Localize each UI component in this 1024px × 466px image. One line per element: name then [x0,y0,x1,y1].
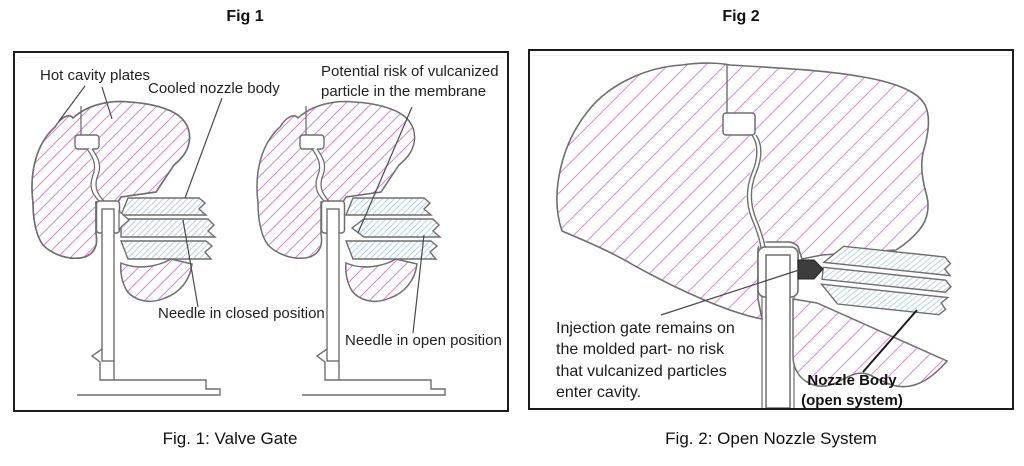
hot-cavity-plate-bottom [345,258,418,302]
fig1-panel: Hot cavity plates Cooled nozzle body Pot… [13,51,509,412]
scan-artifact-line [18,57,504,58]
sprue-channel-left [746,134,762,249]
nozzle-bar-middle [120,218,217,238]
fig1-caption: Fig. 1: Valve Gate [162,429,298,448]
injection-gate [797,259,824,280]
nozzle-bar-top [822,245,952,277]
valve-gate-open-view [256,100,446,396]
leader-nozzle-body [862,309,918,373]
runner-notch [722,112,756,136]
fig2-caption: Fig. 2: Open Nozzle System [665,429,877,448]
hot-cavity-plate-top [256,100,416,259]
valve-gate-diagram [31,85,446,396]
melt-channel-right [91,148,105,202]
cavity-plate-bottom-hatch [792,298,949,388]
label-potential-risk: Potential risk of vulcanized particle in… [321,63,499,100]
label-hot-cavity-plates: Hot cavity plates [40,67,151,84]
fig1-leader-lines [58,85,425,334]
needle-tip [118,209,130,231]
valve-needle-closed [77,200,221,396]
sprue-channel-bg [746,132,767,249]
fig2-title: Fig 2 [722,8,760,25]
open-nozzle-body-bars [819,245,952,316]
runner-notch [299,134,325,150]
needle-shaft [101,208,115,362]
needle-actuator-foot [302,348,446,396]
needle-shaft [326,208,340,362]
label-needle-closed: Needle in closed position [158,305,325,322]
nozzle-bar-bottom [819,283,950,316]
valve-needle-open [302,200,446,396]
runner-notch [74,134,100,150]
leader-needle-open [412,234,425,334]
nozzle-bar-bottom [344,240,439,260]
scan-artifact-line [533,55,1009,56]
melt-channel-right [316,148,330,202]
needle-actuator-foot [77,348,221,396]
cooled-nozzle-body-bars [344,197,442,260]
leader-potential-risk [357,106,413,234]
melt-channel-left [86,148,100,202]
nozzle-bar-bottom [119,240,214,260]
nozzle-bar-middle-open-cone [350,218,442,238]
plate-outline [31,100,191,259]
valve-gate-closed-view [31,100,221,396]
fig1-title: Fig 1 [226,8,264,25]
cooled-nozzle-body-bars [119,197,217,260]
leader-cooled-nozzle [184,97,223,199]
sprue-channel-right [750,134,766,249]
nozzle-bar-middle [821,266,952,293]
nozzle-torpedo-shaft [765,254,791,408]
melt-channel-bg [311,147,329,204]
leader-needle-closed [182,219,199,308]
label-nozzle-body: Nozzle Body (open system) [801,372,903,410]
fig2-panel: Injection gate remains on the molded par… [528,49,1014,410]
leader-injection-gate [660,269,800,316]
melt-channel-bg [86,147,104,204]
label-needle-open: Needle in open position [345,332,502,349]
melt-channel-left [311,148,325,202]
nozzle-bar-top [344,197,433,216]
hot-cavity-plate-bottom [120,258,193,302]
nozzle-bar-top [119,197,208,216]
label-cooled-nozzle-body: Cooled nozzle body [148,80,280,97]
label-injection-gate: Injection gate remains on the molded par… [556,320,735,402]
leader-hot-plates-1 [58,85,86,122]
open-nozzle-diagram [556,62,952,408]
leader-hot-plates-2 [101,86,113,120]
